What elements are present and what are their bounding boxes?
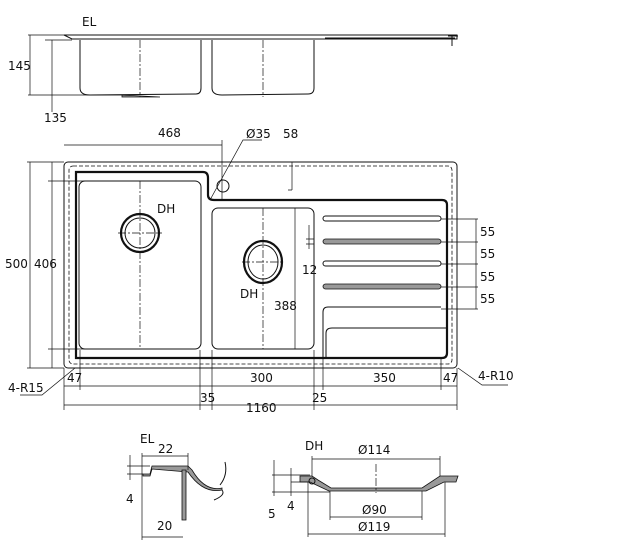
el-callout: EL [82, 15, 97, 29]
drain-hole-detail-dh: DH Ø114 Ø90 Ø119 5 4 [268, 439, 459, 537]
radius-r15: 4-R15 [8, 381, 44, 395]
radius-r10: 4-R10 [478, 369, 514, 383]
dh-dim-90: Ø90 [362, 503, 387, 517]
dh-dim-119: Ø119 [358, 520, 390, 534]
drain-grooves [322, 215, 447, 358]
dh-dim-114: Ø114 [358, 443, 390, 457]
dh-title: DH [305, 439, 323, 453]
el-dim-22: 22 [158, 442, 173, 456]
dh-dim-4: 4 [287, 499, 295, 513]
dim-388: 388 [274, 299, 297, 313]
el-title: EL [140, 432, 155, 446]
drain-hole-label-1: DH [157, 202, 175, 216]
dim-hole-35: Ø35 [246, 127, 271, 141]
plan-view: 468 Ø35 58 500 406 DH DH 388 12 55 55 55… [5, 126, 514, 415]
spacing-55-4: 55 [480, 292, 495, 306]
dim-25: 25 [312, 391, 327, 405]
height-135: 135 [44, 111, 67, 125]
spacing-55-2: 55 [480, 247, 495, 261]
el-dim-20: 20 [157, 519, 172, 533]
dh-dim-5: 5 [268, 507, 276, 521]
dim-47-left: 47 [67, 371, 82, 385]
spacing-55-3: 55 [480, 270, 495, 284]
drain-hole-label-2: DH [240, 287, 258, 301]
dim-35: 35 [200, 391, 215, 405]
dim-58: 58 [283, 127, 298, 141]
height-145: 145 [8, 59, 31, 73]
dim-12: 12 [302, 263, 317, 277]
dim-1160: 1160 [246, 401, 277, 415]
dim-406: 406 [34, 257, 57, 271]
dim-350: 350 [373, 371, 396, 385]
spacing-55-1: 55 [480, 225, 495, 239]
dim-47-right: 47 [443, 371, 458, 385]
side-view: EL 145 135 [8, 15, 458, 125]
el-dim-4: 4 [126, 492, 134, 506]
dim-500: 500 [5, 257, 28, 271]
dim-468: 468 [158, 126, 181, 140]
dim-300: 300 [250, 371, 273, 385]
edge-detail-el: EL 22 4 20 [126, 432, 227, 540]
